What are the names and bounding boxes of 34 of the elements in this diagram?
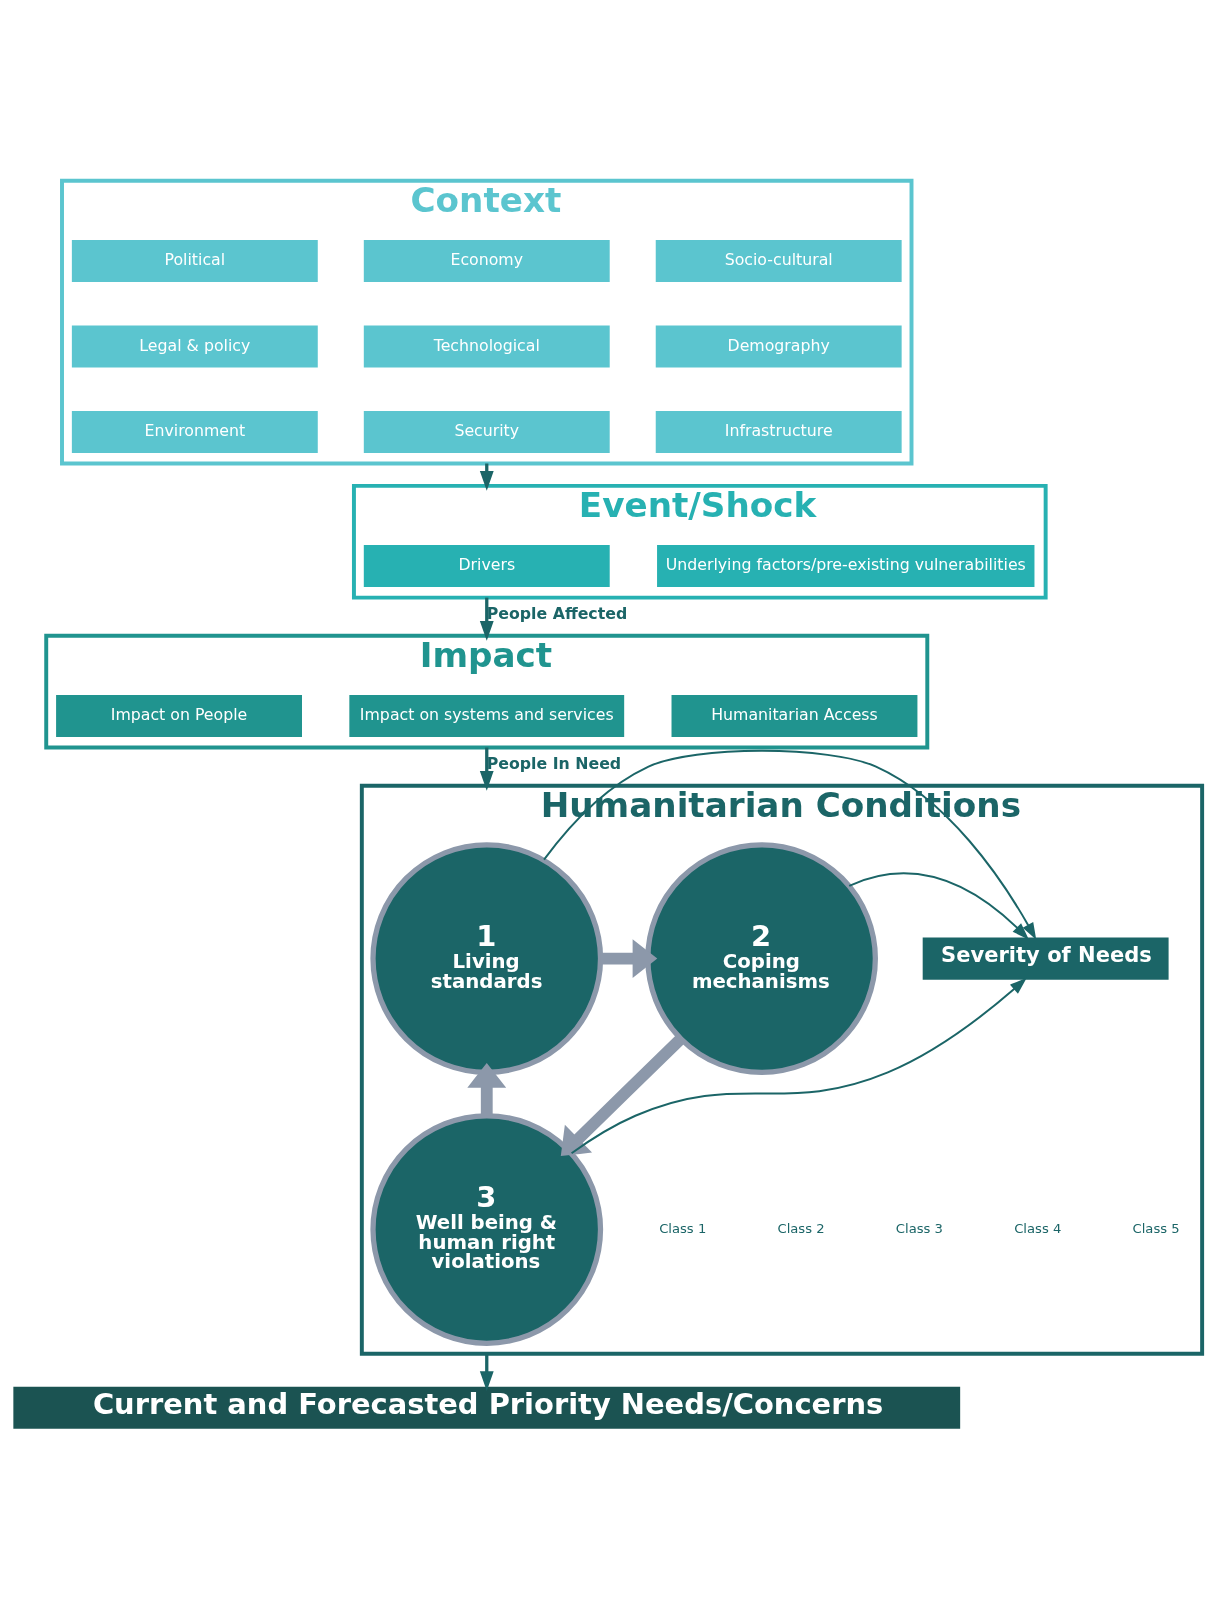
node-box: Current and Forecasted Priority Needs/Concerns bbox=[13, 1386, 961, 1429]
label: Class 3 bbox=[895, 1220, 943, 1236]
arrow bbox=[848, 871, 1029, 940]
edge-label: People In Need bbox=[486, 753, 622, 773]
label: Class 4 bbox=[1014, 1220, 1062, 1236]
label: Class 1 bbox=[659, 1220, 707, 1236]
arrow bbox=[479, 1353, 494, 1391]
arrow bbox=[467, 1062, 507, 1115]
node-circle: 2 Coping mechanisms bbox=[645, 841, 878, 1075]
edge-label: People Affected bbox=[486, 603, 628, 623]
arrow bbox=[479, 597, 494, 641]
label: Class 5 bbox=[1132, 1220, 1180, 1236]
node-box: Legal & policy bbox=[71, 324, 318, 367]
node-box: Impact on People bbox=[56, 694, 302, 737]
node-box: Severity of Needs bbox=[922, 937, 1169, 980]
node-box: Socio-cultural bbox=[655, 239, 902, 282]
node-box: Economy bbox=[363, 239, 610, 282]
node-circle: 1 Living standards bbox=[370, 841, 604, 1075]
node-box: Security bbox=[363, 410, 610, 453]
arrow bbox=[570, 977, 1027, 1154]
node-box: Technological bbox=[363, 324, 610, 367]
node-box: Demography bbox=[655, 324, 902, 367]
arrow bbox=[600, 938, 658, 978]
node-box: Humanitarian Access bbox=[671, 694, 918, 737]
node-box: Drivers bbox=[363, 544, 610, 587]
node-box: Underlying factors/pre-existing vulnerabilities bbox=[657, 544, 1035, 587]
node-box: Impact on systems and services bbox=[349, 694, 625, 737]
arrow bbox=[479, 747, 494, 791]
node-box: Environment bbox=[71, 410, 318, 453]
arrow bbox=[560, 1034, 685, 1156]
node-box: Political bbox=[71, 239, 318, 282]
node-circle: 3 Well being & human right violations bbox=[370, 1112, 604, 1346]
label: Class 2 bbox=[777, 1220, 825, 1236]
node-box: Infrastructure bbox=[655, 410, 902, 453]
